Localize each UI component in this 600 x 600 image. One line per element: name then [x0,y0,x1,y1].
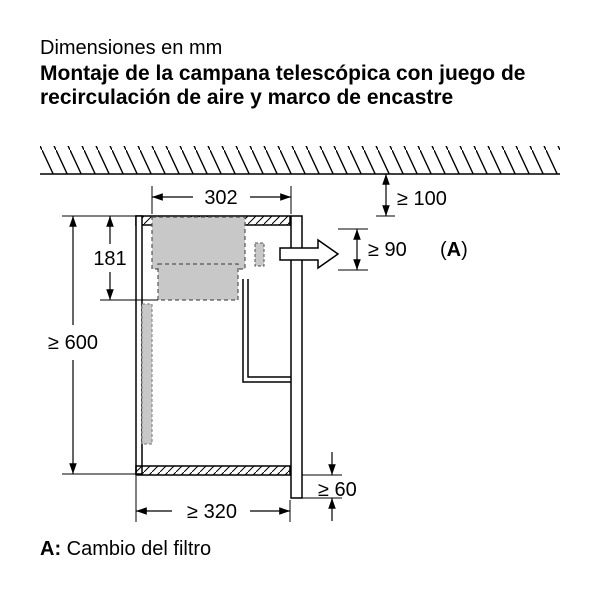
recirculation-unit [141,216,265,445]
hood-frame [242,215,303,499]
legend-text: Cambio del filtro [66,538,212,560]
dim-bottom-gap-label: ≥ 60 [318,479,357,501]
outlet-marker-letter: A [447,239,461,261]
dim-bottom-width: ≥ 320 [135,476,291,523]
dim-ceiling-gap: ≥ 100 [376,174,447,217]
dim-bottom-width-label: ≥ 320 [187,501,237,523]
outlet-marker-label: (A) [440,239,468,261]
outlet-marker-close: ) [461,239,468,261]
outlet-marker-open: ( [440,239,447,261]
dim-outlet-gap-label: ≥ 90 [368,239,407,261]
dim-outlet-gap: ≥ 90 (A) [338,228,468,271]
diagram-title: Montaje de la campana telescópica con ju… [40,62,526,109]
dim-top-width-label: 302 [204,187,237,209]
dim-top-width: 302 [151,186,292,214]
outlet-arrow [279,238,340,270]
dim-ceiling-gap-label: ≥ 100 [397,188,447,210]
dim-total-height-label: ≥ 600 [48,332,98,354]
diagram-subtitle: Dimensiones en mm [40,37,223,59]
dim-total-height: ≥ 600 [48,215,136,475]
dim-bottom-gap: ≥ 60 [302,452,357,521]
ceiling [40,146,560,175]
legend: A: Cambio del filtro [40,537,211,561]
dim-left-height-label: 181 [93,248,126,270]
dim-left-height: 181 [93,215,158,301]
legend-key: A: [40,538,62,560]
